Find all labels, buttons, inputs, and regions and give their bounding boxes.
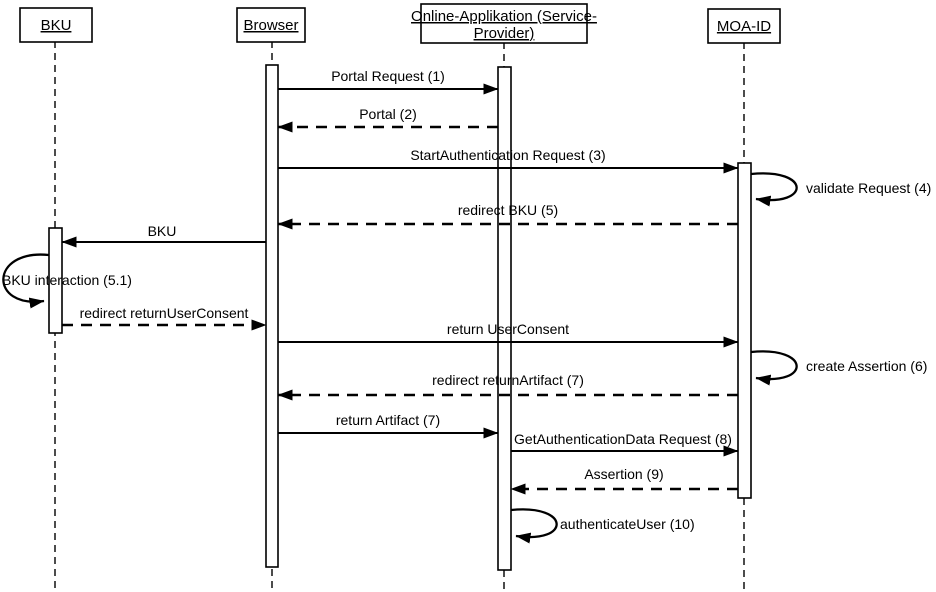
actor-label-online-applikation: Online-Applikation (Service-Provider) bbox=[411, 8, 597, 42]
self-message-arrow-authenticateuser-10 bbox=[510, 508, 558, 544]
message-label-getauthenticationdata-request-8: GetAuthenticationData Request (8) bbox=[514, 431, 732, 447]
message-label-redirect-returnartifact-7: redirect returnArtifact (7) bbox=[432, 372, 584, 388]
message-label-redirect-bku-5: redirect BKU (5) bbox=[458, 202, 558, 218]
actor-label-browser: Browser bbox=[243, 17, 298, 34]
self-message-label-bku-interaction-5-1: BKU interaction (5.1) bbox=[2, 272, 132, 288]
message-label-startauthentication-request-3: StartAuthentication Request (3) bbox=[410, 147, 605, 163]
self-message-label-authenticateuser-10: authenticateUser (10) bbox=[560, 516, 695, 532]
self-message-arrow-create-assertion-6 bbox=[750, 350, 798, 386]
message-label-portal-2: Portal (2) bbox=[359, 106, 417, 122]
message-label-redirect-returnuserconsent: redirect returnUserConsent bbox=[80, 305, 249, 321]
self-message-arrow-validate-request-4 bbox=[750, 172, 798, 207]
actor-label-line: Provider) bbox=[474, 25, 535, 42]
self-message-arrow-bku-interaction-5-1 bbox=[2, 253, 50, 309]
activation-browser bbox=[265, 64, 279, 568]
activation-bku bbox=[48, 227, 63, 334]
message-label-portal-request-1: Portal Request (1) bbox=[331, 68, 445, 84]
actor-label-bku: BKU bbox=[41, 17, 72, 34]
actor-label-line: MOA-ID bbox=[717, 18, 771, 35]
actor-box-moa-id bbox=[707, 8, 781, 44]
actor-box-online-applikation bbox=[420, 3, 588, 44]
actor-box-browser bbox=[236, 7, 306, 43]
message-label-return-userconsent: return UserConsent bbox=[447, 321, 569, 337]
activation-moa-id bbox=[737, 162, 752, 499]
actor-label-line: Online-Applikation (Service- bbox=[411, 8, 597, 25]
actor-label-moa-id: MOA-ID bbox=[717, 18, 771, 35]
message-label-bku: BKU bbox=[148, 223, 177, 239]
message-label-assertion-9: Assertion (9) bbox=[584, 466, 663, 482]
actor-label-line: BKU bbox=[41, 17, 72, 34]
actor-label-line: Browser bbox=[243, 17, 298, 34]
actor-box-bku bbox=[19, 7, 93, 43]
activation-online-applikation bbox=[497, 66, 512, 571]
self-message-label-create-assertion-6: create Assertion (6) bbox=[806, 358, 927, 374]
self-message-label-validate-request-4: validate Request (4) bbox=[806, 180, 931, 196]
message-label-return-artifact-7: return Artifact (7) bbox=[336, 412, 440, 428]
